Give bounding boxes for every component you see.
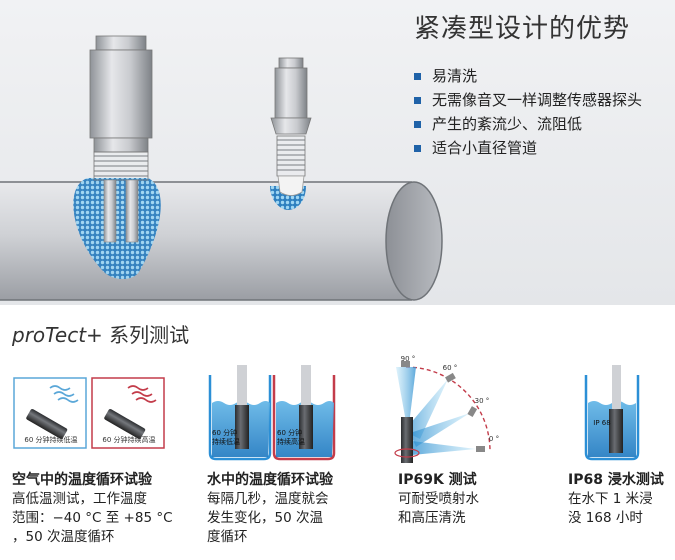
ip69k-caption: IP69K 测试 可耐受喷射水 和高压清洗 [398, 471, 518, 528]
ip69k-line: 可耐受喷射水 [398, 491, 479, 507]
ip69k-spray-illustration [394, 361, 491, 463]
nozzle-0 [476, 446, 485, 452]
benefits-list: 易清洗 无需像音叉一样调整传感器探头 产生的紊流少、流阻低 适合小直径管道 [414, 64, 642, 160]
benefit-item: 无需像音叉一样调整传感器探头 [414, 88, 642, 112]
ip69k-title: IP69K 测试 [398, 472, 477, 488]
air-cycle-line: 高低温测试，工作温度 [12, 491, 147, 507]
ip68-line: 在水下 1 米浸 [568, 491, 653, 507]
test-illustrations [13, 361, 640, 463]
rotation-indicator [394, 448, 420, 458]
nozzle-90 [401, 361, 410, 367]
pipe-sensor-illustration [0, 35, 443, 301]
large-fork-sensor [73, 35, 161, 279]
angle-30-label: 30 ° [474, 397, 490, 405]
brand-name: proTect+ [12, 323, 103, 347]
water-cycle-line: 每隔几秒，温度就会 [207, 491, 329, 507]
spray-30 [410, 413, 470, 447]
hot-chamber [91, 377, 165, 449]
sensor-submerged [609, 409, 623, 453]
ip68-title: IP68 浸水测试 [568, 472, 664, 488]
water-cycle-title: 水中的温度循环试验 [207, 472, 333, 488]
ip68-line: 没 168 小时 [568, 510, 643, 526]
spray-90 [396, 367, 416, 433]
nozzle-60 [445, 372, 456, 383]
benefit-item: 适合小直径管道 [414, 136, 642, 160]
compact-sensor [270, 57, 312, 210]
angle-arc [405, 366, 491, 452]
compact-design-title: 紧凑型设计的优势 [414, 14, 631, 44]
hot-chamber-label: 60 分钟持续高温 [102, 436, 156, 444]
sensor-under-spray [401, 417, 413, 463]
air-cycle-title: 空气中的温度循环试验 [12, 472, 152, 488]
air-cycle-line: ，50 次温度循环 [12, 529, 115, 545]
cold-chamber-label: 60 分钟持续低温 [24, 436, 78, 444]
water-cycle-illustration [208, 365, 336, 461]
cold-chamber [13, 377, 87, 449]
sensor-in-cold [26, 409, 68, 439]
protect-tests-section: proTect+ 系列测试 [0, 305, 675, 560]
tests-title: proTect+ 系列测试 [12, 319, 189, 348]
spray-0 [412, 441, 476, 455]
water-cycle-line: 度循环 [207, 529, 248, 545]
spray-60 [404, 379, 448, 439]
angle-90-label: 90 ° [400, 355, 416, 363]
benefit-item: 易清洗 [414, 64, 642, 88]
air-cycle-illustration [13, 377, 165, 449]
tests-title-text: 系列测试 [102, 323, 190, 347]
water-cycle-caption: 水中的温度循环试验 每隔几秒，温度就会 发生变化，50 次温 度循环 [207, 471, 357, 547]
hot-tank-label: 60 分钟 持续高温 [277, 429, 305, 446]
air-cycle-caption: 空气中的温度循环试验 高低温测试，工作温度 范围：−40 °C 至 +85 °C… [12, 471, 192, 547]
ip68-illustration [584, 365, 640, 461]
angle-0-label: 0 ° [488, 435, 500, 443]
water-cycle-line: 发生变化，50 次温 [207, 510, 323, 526]
benefit-item: 产生的紊流少、流阻低 [414, 112, 642, 136]
sensor-in-hot [104, 409, 146, 439]
air-cycle-line: 范围：−40 °C 至 +85 °C [12, 510, 173, 526]
ip68-caption: IP68 浸水测试 在水下 1 米浸 没 168 小时 [568, 471, 673, 528]
sensor-in-hot-water [299, 405, 313, 449]
cold-air-icon [49, 385, 79, 403]
ip68-label: IP 68 [593, 419, 611, 427]
nozzle-30 [467, 406, 478, 417]
angle-60-label: 60 ° [442, 364, 458, 372]
sensor-in-cold-water [235, 405, 249, 449]
cold-tank-label: 60 分钟 持续低温 [212, 429, 240, 446]
compact-design-section: 紧凑型设计的优势 易清洗 无需像音叉一样调整传感器探头 产生的紊流少、流阻低 适… [0, 0, 675, 305]
hot-air-icon [127, 385, 157, 403]
hot-water-tank [272, 375, 336, 461]
turbulence-zone-large [73, 178, 161, 279]
ip69k-line: 和高压清洗 [398, 510, 466, 526]
cold-water-tank [208, 375, 272, 461]
pipe [0, 181, 443, 301]
immersion-tank [584, 375, 640, 461]
